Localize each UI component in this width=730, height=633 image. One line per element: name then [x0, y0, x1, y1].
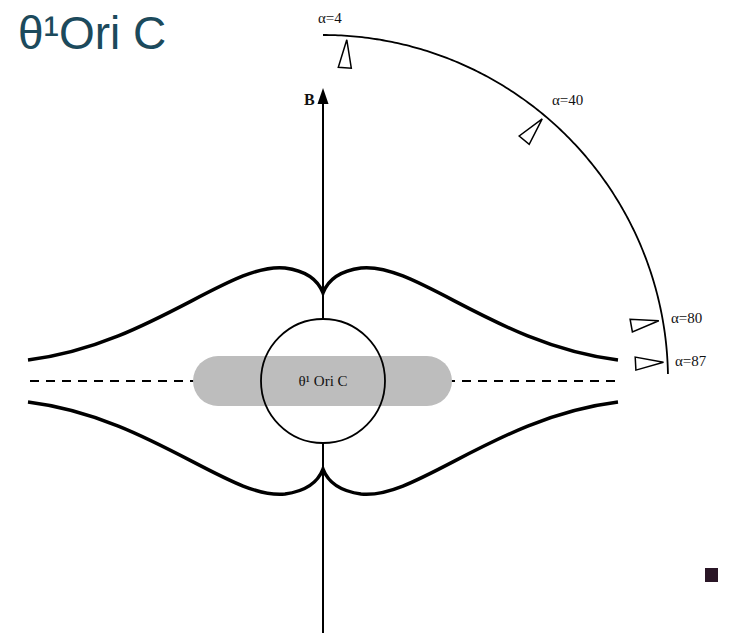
viewing-arc: [323, 35, 668, 374]
angle-label: α=87: [675, 353, 706, 370]
angle-label: α=40: [552, 92, 583, 109]
star-circle: θ¹ Ori C: [259, 317, 387, 445]
field-line: [28, 402, 618, 494]
field-line: [28, 268, 618, 360]
title: θ¹Ori C: [18, 10, 166, 56]
star-label: θ¹ Ori C: [296, 373, 349, 390]
corner-mark: [705, 568, 718, 582]
disk-band: [193, 356, 452, 406]
b-arrowhead: [318, 88, 329, 104]
b-axis: [322, 100, 324, 318]
angle-label: α=80: [671, 310, 702, 327]
viewing-arc: [323, 35, 668, 374]
view-wedge: [519, 119, 542, 145]
view-wedge: [635, 357, 663, 370]
field-label: B: [304, 91, 315, 109]
view-wedge: [338, 40, 351, 68]
view-wedge: [630, 319, 659, 332]
angle-label: α=4: [318, 10, 342, 27]
